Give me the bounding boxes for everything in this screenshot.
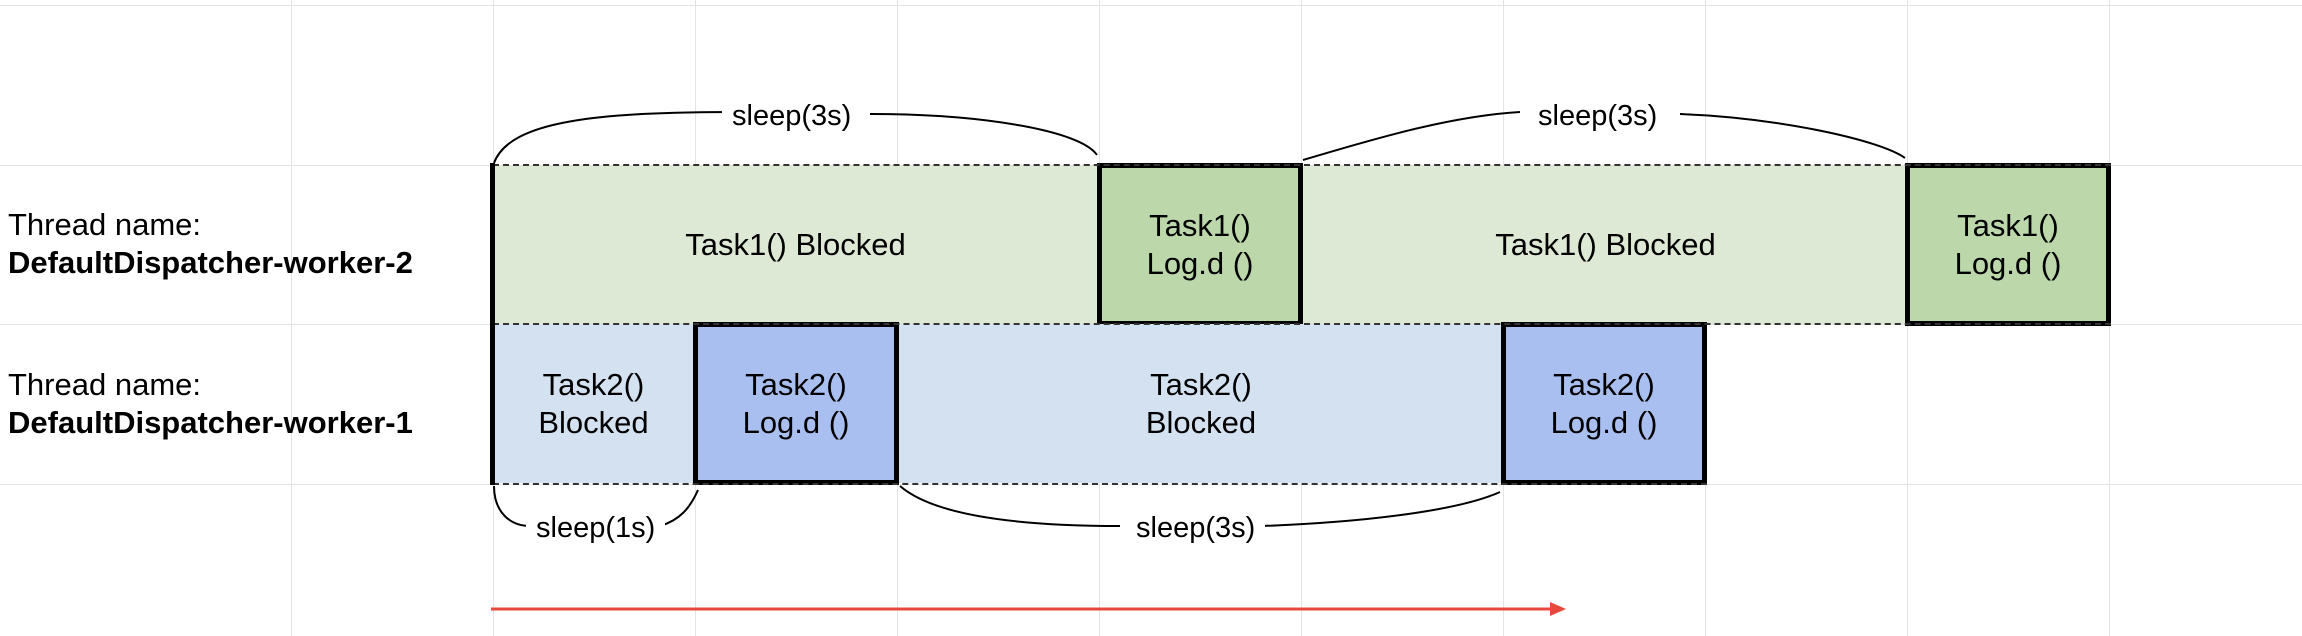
sleep-label-top-2: sleep(3s) bbox=[1528, 99, 1668, 133]
worker-2-blocked-segment-2: Task1() Blocked bbox=[1303, 165, 1908, 324]
worker-2-blocked-segment-1: Task1() Blocked bbox=[493, 165, 1098, 324]
thread-label-worker-2: Thread name: DefaultDispatcher-worker-2 bbox=[8, 206, 413, 282]
grid-line bbox=[291, 0, 292, 636]
sleep-bracket-top-2 bbox=[1302, 111, 1906, 161]
thread-label-worker-1: Thread name: DefaultDispatcher-worker-1 bbox=[8, 366, 413, 442]
sleep-bracket-bottom-2 bbox=[899, 485, 1501, 527]
lane-boundary-top bbox=[493, 164, 2111, 166]
sleep-label-bottom-1: sleep(1s) bbox=[526, 511, 666, 545]
timeline-start-bar bbox=[490, 163, 495, 485]
worker-1-log-block-1: Task2() Log.d () bbox=[693, 322, 899, 485]
sleep-label-bottom-2: sleep(3s) bbox=[1126, 511, 1266, 545]
time-arrow bbox=[491, 602, 1566, 616]
lane-boundary-middle bbox=[493, 323, 2111, 325]
sleep-label-top-1: sleep(3s) bbox=[722, 99, 862, 133]
thread-label-name: DefaultDispatcher-worker-1 bbox=[8, 405, 413, 440]
sleep-bracket-top-1 bbox=[493, 111, 1098, 164]
thread-label-prefix: Thread name: bbox=[8, 367, 201, 402]
thread-label-prefix: Thread name: bbox=[8, 207, 201, 242]
worker-1-blocked-segment-2: Task2() Blocked bbox=[899, 324, 1503, 483]
thread-label-name: DefaultDispatcher-worker-2 bbox=[8, 245, 413, 280]
worker-1-blocked-segment-1: Task2() Blocked bbox=[493, 324, 694, 483]
grid-line bbox=[0, 5, 2302, 6]
lane-boundary-bottom bbox=[493, 483, 1707, 485]
